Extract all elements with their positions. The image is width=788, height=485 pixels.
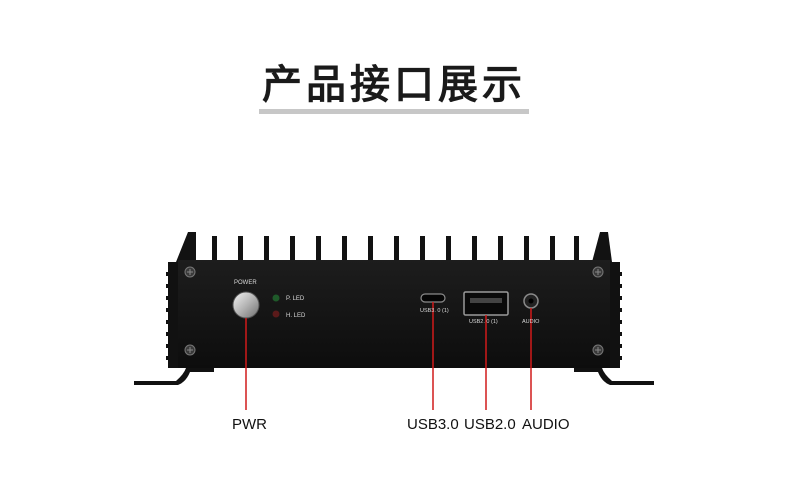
callout-usb2: USB2.0 [464,416,516,433]
p-led-label: P. LED [286,296,305,302]
power-button[interactable] [232,291,260,319]
mounting-bracket-right [574,368,654,385]
heatsink-fins-top [176,232,612,262]
power-label: POWER [234,280,257,286]
callout-lines [245,302,532,410]
p-led-indicator [272,294,280,302]
audio-port-label: AUDIO [522,319,540,325]
callout-audio: AUDIO [522,416,570,433]
audio-jack-hole [528,298,534,304]
usb2-port-label: USB2. 0 (1) [469,319,498,325]
title-underline [259,109,529,114]
usb2-port[interactable] [463,291,509,316]
usb3-port[interactable] [420,293,446,303]
callout-usb3: USB3.0 [407,416,459,433]
callout-pwr: PWR [232,416,267,433]
page-title: 产品接口展示 [262,62,526,108]
h-led-indicator [272,310,280,318]
mounting-bracket-left [134,368,214,385]
usb2-port-tongue [470,298,502,303]
h-led-label: H. LED [286,313,306,319]
usb3-port-label: USB3. 0 (1) [420,308,449,314]
